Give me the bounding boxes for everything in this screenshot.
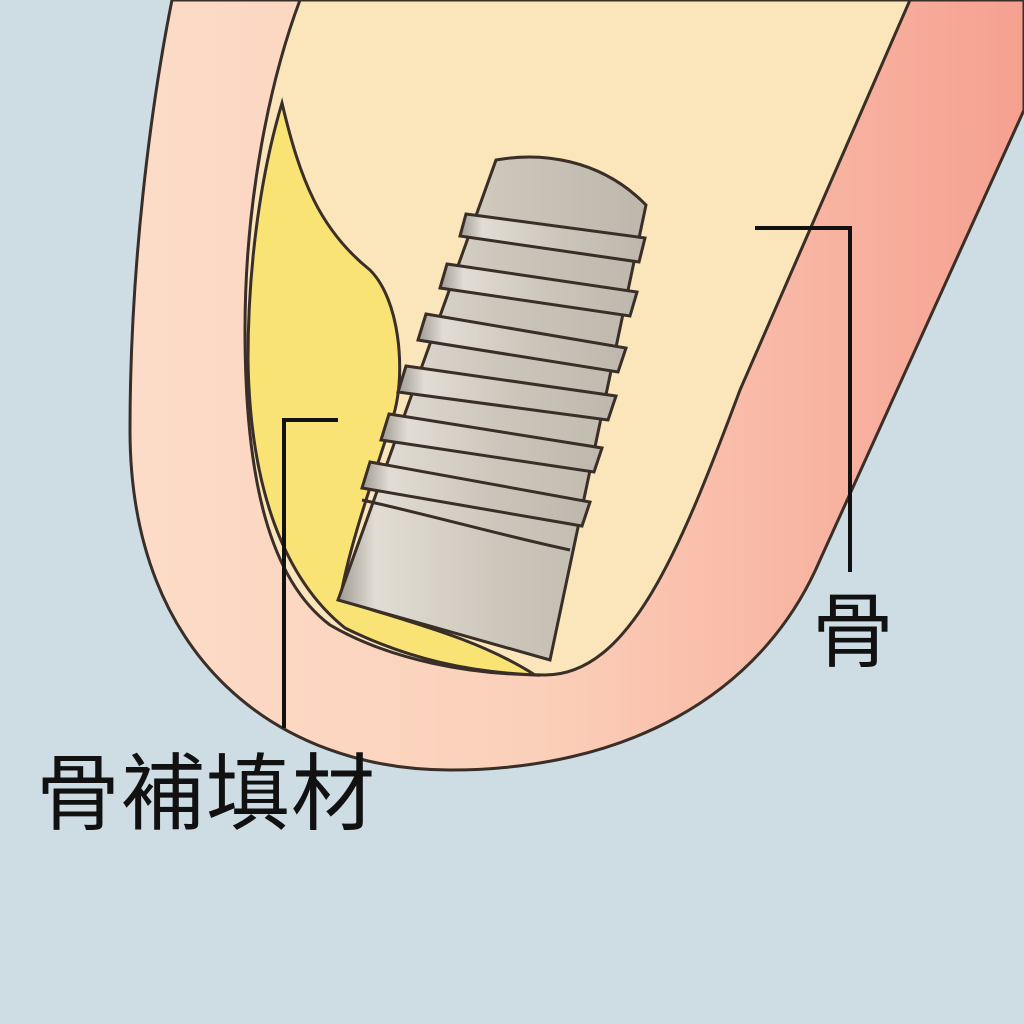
implant-thread bbox=[360, 460, 592, 528]
implant-thread bbox=[458, 212, 647, 264]
bone-graft-leader-line bbox=[282, 418, 338, 728]
bone-graft-label: 骨補填材 bbox=[36, 745, 377, 843]
bone-graft-area bbox=[246, 97, 541, 677]
bone-label: 骨 bbox=[812, 585, 895, 680]
implant-thread bbox=[379, 412, 604, 474]
implant-collar-line bbox=[361, 498, 571, 552]
dental-implant bbox=[336, 155, 648, 662]
implant-thread bbox=[416, 312, 628, 374]
implant-threads bbox=[360, 212, 647, 528]
bone-leader-line bbox=[755, 226, 852, 572]
implant-thread bbox=[396, 364, 618, 422]
implant-thread bbox=[438, 262, 639, 318]
